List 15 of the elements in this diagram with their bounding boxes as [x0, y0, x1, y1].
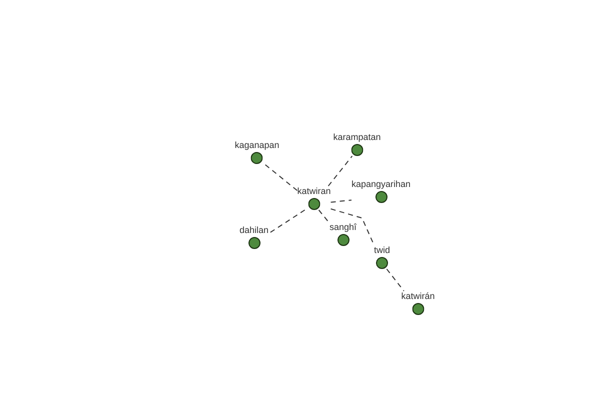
dashed-line — [330, 200, 352, 203]
node-label: kapangyarihan — [351, 179, 411, 190]
dashed-line — [264, 164, 298, 191]
dashed-line — [318, 210, 330, 224]
node-label: dahilan — [239, 225, 269, 236]
dashed-line — [328, 156, 353, 186]
node-label: twid — [374, 245, 390, 256]
node-label: sanghî — [329, 222, 357, 233]
dashed-line — [330, 208, 374, 246]
node-label: katwiran — [297, 186, 331, 197]
dashed-line — [386, 268, 404, 292]
node-label: karampatan — [333, 132, 381, 143]
node-label: katwirán — [401, 291, 435, 302]
node-label: kaganapan — [234, 140, 280, 151]
dashed-line — [268, 210, 306, 234]
